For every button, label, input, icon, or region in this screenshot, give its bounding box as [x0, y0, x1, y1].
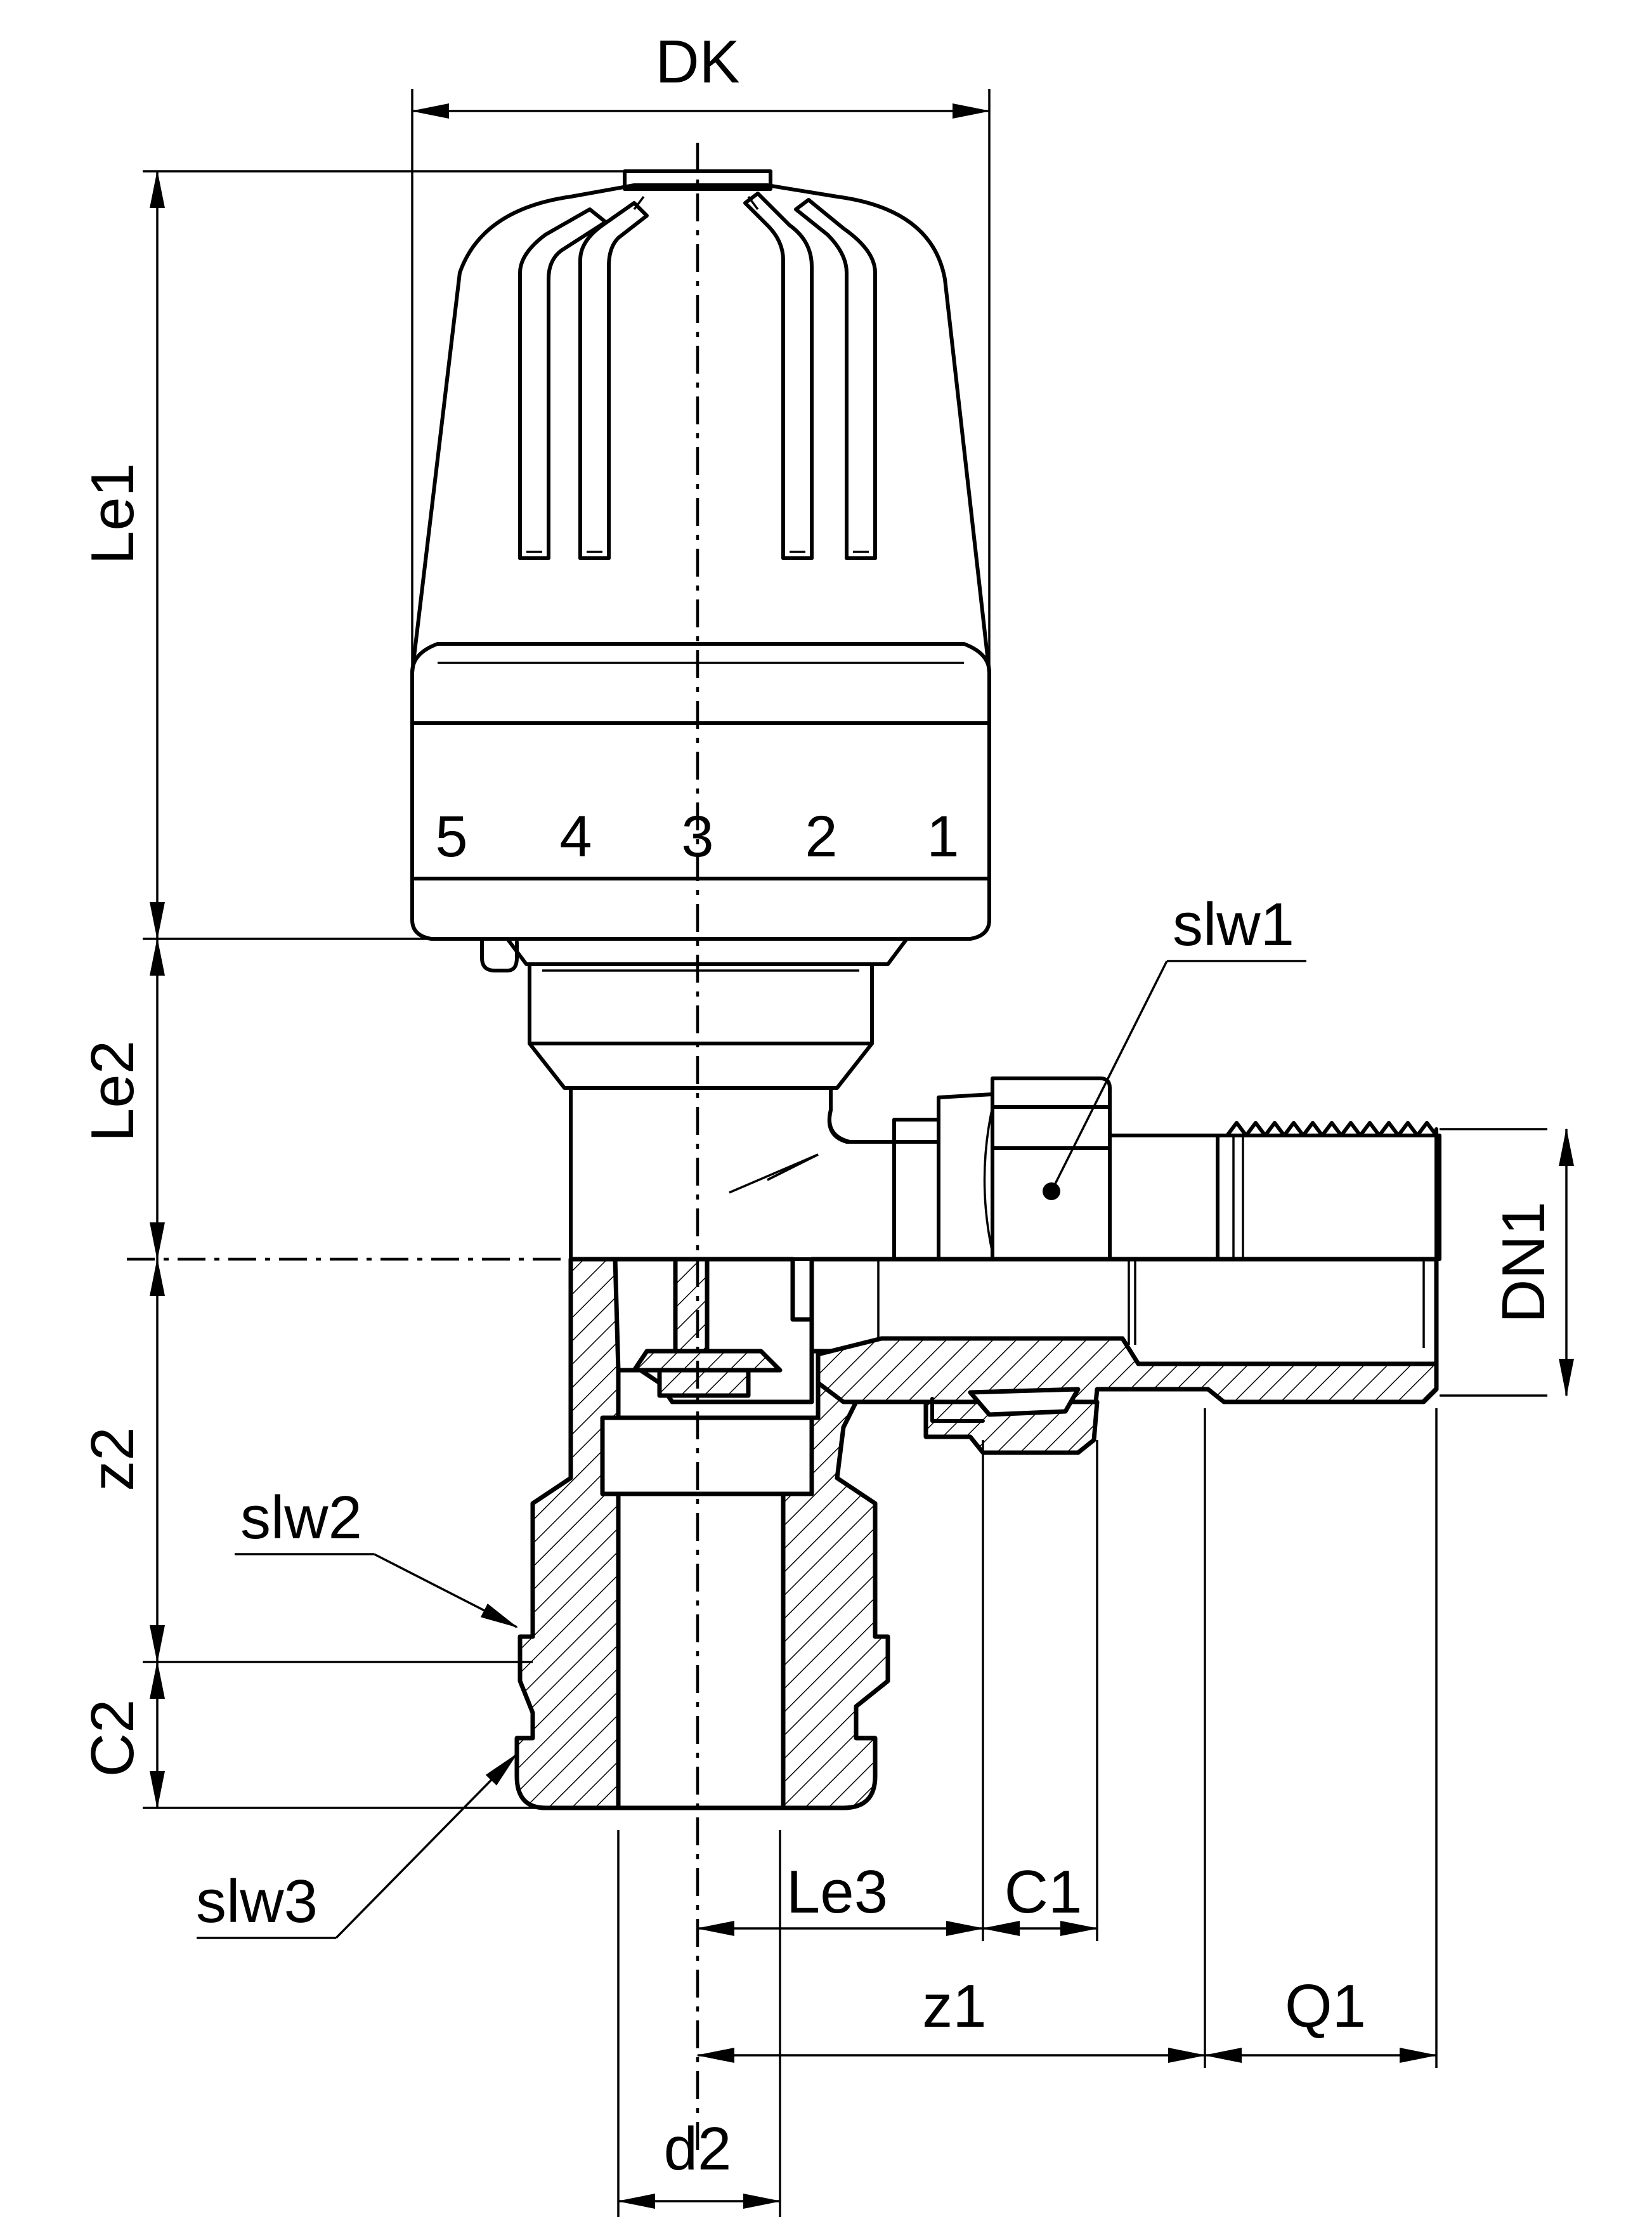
label-q1: Q1 — [1285, 1972, 1366, 2040]
scale-mark-2: 2 — [805, 804, 837, 869]
dimension-lines — [143, 89, 1574, 2217]
center-lines — [127, 143, 1173, 2157]
dimension-labels: DK Le1 Le2 z2 C2 DN1 Le3 C1 z1 Q1 d2 — [79, 28, 1558, 2183]
union-nut-outlet — [892, 1076, 1441, 1261]
label-le1: Le1 — [79, 463, 146, 565]
label-dn1: DN1 — [1490, 1201, 1558, 1323]
head-ribs — [518, 192, 877, 560]
valve-body-section — [514, 1257, 1439, 1810]
valve-body-upper — [505, 937, 940, 1261]
thread-outlet — [1225, 1121, 1438, 1137]
label-slw2: slw2 — [240, 1484, 362, 1552]
label-c1: C1 — [1005, 1858, 1083, 1926]
callout-leaders — [197, 960, 1306, 1939]
label-slw3: slw3 — [196, 1868, 318, 1935]
label-le3: Le3 — [786, 1858, 888, 1926]
label-slw1: slw1 — [1173, 891, 1294, 958]
scale-mark-4: 4 — [559, 804, 592, 869]
label-z1: z1 — [922, 1972, 986, 2040]
label-d2: d2 — [664, 2115, 732, 2183]
scale-mark-1: 1 — [927, 804, 959, 869]
callout-labels: slw1 slw2 slw3 — [196, 891, 1294, 1935]
label-c2: C2 — [79, 1699, 146, 1777]
scale-mark-5: 5 — [435, 804, 467, 869]
label-le2: Le2 — [79, 1040, 146, 1142]
thermostatic-head: 5 4 3 2 1 — [410, 169, 991, 972]
label-dk: DK — [655, 28, 739, 96]
label-z2: z2 — [79, 1427, 146, 1491]
